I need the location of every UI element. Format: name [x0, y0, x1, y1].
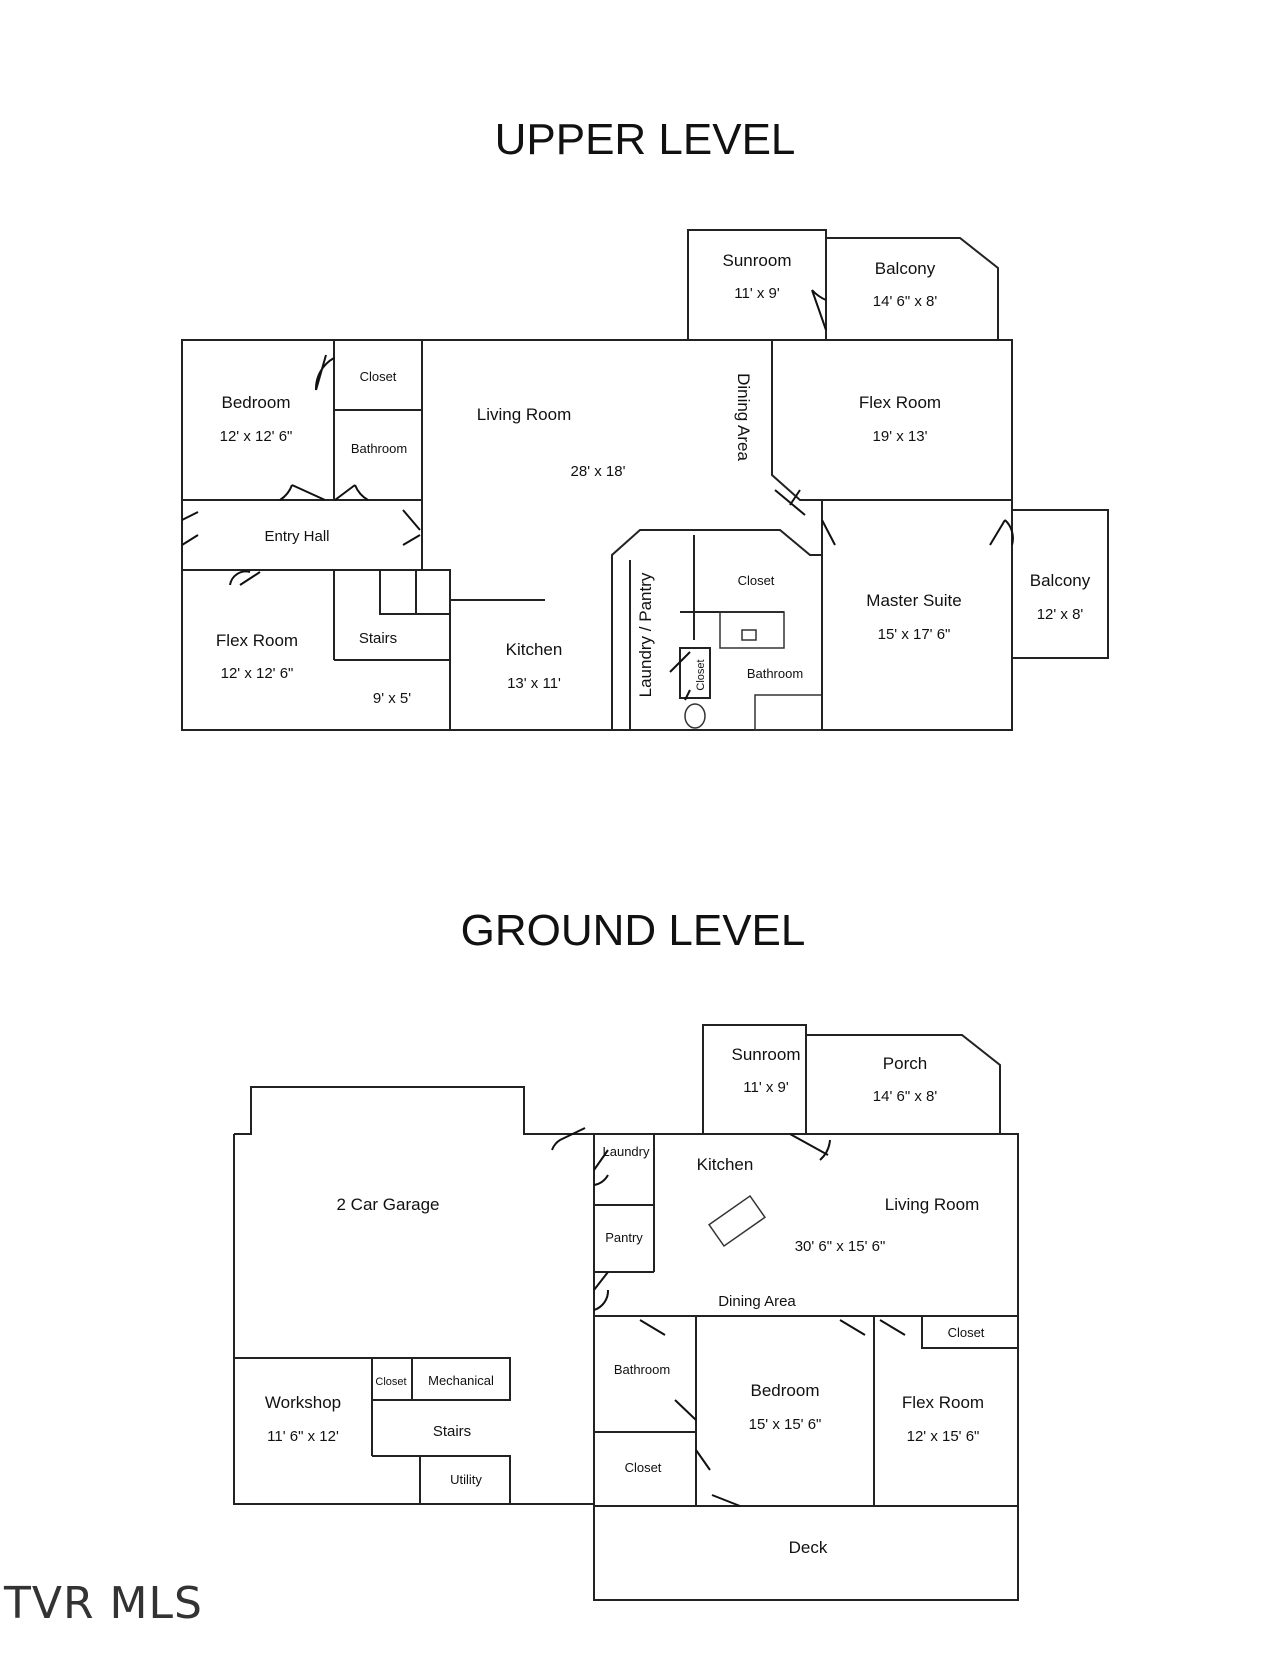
ground-closet1-label: Closet: [948, 1325, 985, 1340]
ground-workshop-label: Workshop: [265, 1393, 341, 1412]
upper-flex1-label: Flex Room: [859, 393, 941, 412]
upper-closet1-label: Closet: [360, 369, 397, 384]
ground-bedroom-label: Bedroom: [751, 1381, 820, 1400]
ground-utility-label: Utility: [450, 1472, 482, 1487]
upper-bedroom-label: Bedroom: [222, 393, 291, 412]
upper-bedroom-dim: 12' x 12' 6": [220, 428, 293, 445]
upper-flex1-dim: 19' x 13': [873, 428, 928, 445]
upper-living-dim: 28' x 18': [571, 463, 626, 480]
upper-balcony2-label: Balcony: [1030, 571, 1091, 590]
ground-bedroom-dim: 15' x 15' 6": [749, 1416, 822, 1433]
upper-level-plan: [181, 229, 1109, 731]
upper-sunroom-dim: 11' x 9': [734, 285, 780, 302]
ground-garage-label: 2 Car Garage: [337, 1195, 440, 1214]
upper-bathroom1-label: Bathroom: [351, 441, 407, 456]
upper-balcony2-dim: 12' x 8': [1037, 606, 1084, 623]
ground-closet3-label: Closet: [625, 1460, 662, 1475]
mls-watermark: TVR MLS: [3, 1578, 203, 1629]
ground-bathroom-label: Bathroom: [614, 1362, 670, 1377]
upper-closet2-label: Closet: [738, 573, 775, 588]
upper-balcony1-dim: 14' 6" x 8': [873, 293, 938, 310]
ground-kitchen-label: Kitchen: [697, 1155, 754, 1174]
ground-sunroom-label: Sunroom: [732, 1045, 801, 1064]
upper-kitchen-label: Kitchen: [506, 640, 563, 659]
upper-master-dim: 15' x 17' 6": [878, 626, 951, 643]
ground-level-title: GROUND LEVEL: [461, 906, 806, 955]
upper-flex2-dim: 12' x 12' 6": [221, 665, 294, 682]
ground-laundry-label: Laundry: [603, 1144, 650, 1159]
ground-living-label: Living Room: [885, 1195, 980, 1214]
ground-porch-label: Porch: [883, 1054, 927, 1073]
ground-level-plan: [233, 1024, 1019, 1601]
ground-porch-dim: 14' 6" x 8': [873, 1088, 938, 1105]
upper-dining-label: Dining Area: [734, 373, 753, 461]
ground-living-dim: 30' 6" x 15' 6": [795, 1238, 886, 1255]
upper-laundry-label: Laundry / Pantry: [636, 572, 655, 697]
ground-mechanical-label: Mechanical: [428, 1373, 494, 1388]
upper-balcony1-label: Balcony: [875, 259, 936, 278]
ground-deck-label: Deck: [789, 1538, 828, 1557]
ground-dining-label: Dining Area: [718, 1293, 796, 1310]
upper-level-title: UPPER LEVEL: [495, 115, 796, 164]
upper-stairs-label: Stairs: [359, 630, 397, 647]
upper-closet3-label: Closet: [695, 659, 707, 690]
upper-sunroom-label: Sunroom: [723, 251, 792, 270]
upper-flex2-label: Flex Room: [216, 631, 298, 650]
ground-pantry-label: Pantry: [605, 1230, 643, 1245]
ground-closet2-label: Closet: [375, 1376, 406, 1388]
upper-kitchen-dim: 13' x 11': [507, 675, 561, 692]
upper-living-label: Living Room: [477, 405, 572, 424]
ground-flex-dim: 12' x 15' 6": [907, 1428, 980, 1445]
upper-stairs-dim: 9' x 5': [373, 690, 411, 707]
upper-bathroom2-label: Bathroom: [747, 666, 803, 681]
upper-master-label: Master Suite: [866, 591, 961, 610]
upper-entry-label: Entry Hall: [264, 528, 329, 545]
ground-workshop-dim: 11' 6" x 12': [267, 1428, 339, 1445]
ground-flex-label: Flex Room: [902, 1393, 984, 1412]
ground-sunroom-dim: 11' x 9': [743, 1079, 789, 1096]
ground-stairs-label: Stairs: [433, 1423, 471, 1440]
